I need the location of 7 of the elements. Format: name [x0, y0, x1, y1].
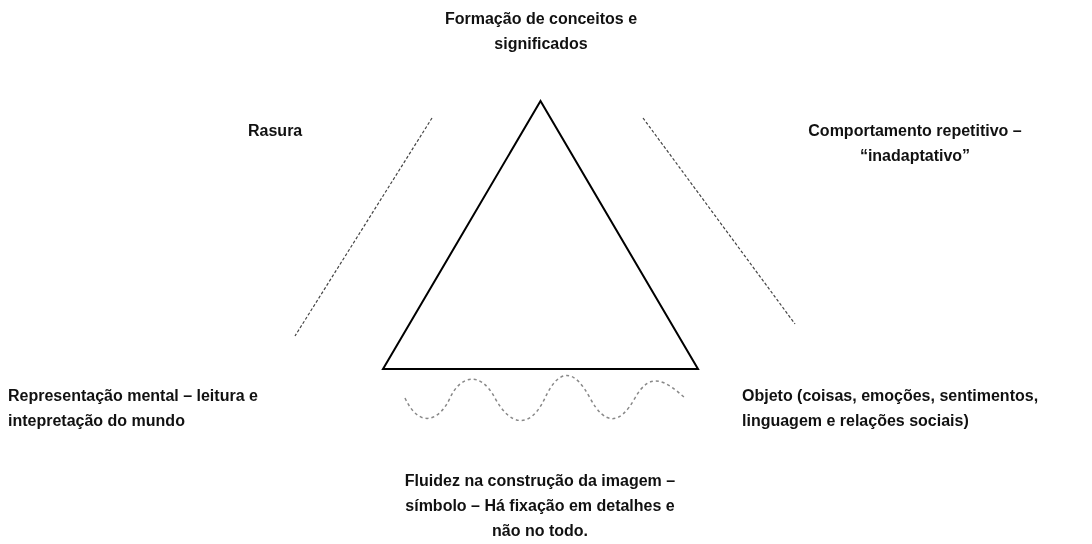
triangle-shape: [381, 99, 700, 370]
label-text: Comportamento repetitivo – “inadaptativo”: [807, 121, 1023, 166]
label-text: Representação mental – leitura e intepretação do mundo: [8, 386, 259, 431]
label-text: Objeto (coisas, emoções, sentimentos, linguagem e relações sociais): [742, 386, 1040, 431]
label-text: Rasura: [248, 121, 304, 141]
label-text: Formação de conceitos e significados: [443, 9, 639, 54]
label-text: Fluidez na construção da imagem – símbolo – Há fixação em detalhes e não no todo.: [403, 471, 677, 541]
